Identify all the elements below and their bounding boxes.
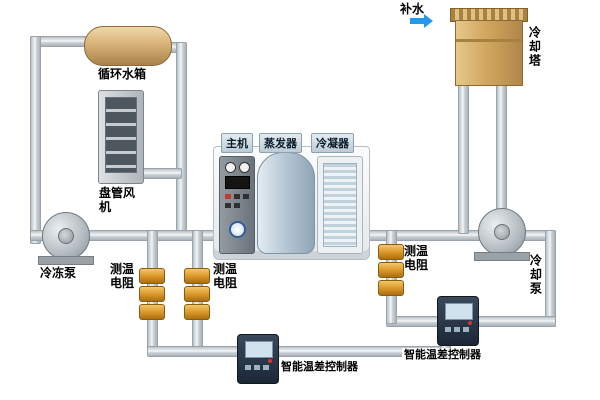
temp-sensor-cylinder [184,268,210,284]
cooling-tower-label: 冷却塔 [527,26,542,68]
controller-button [454,327,460,332]
condenser-label: 冷凝器 [311,133,354,153]
temp-sensor-cylinder [139,286,165,302]
controller-button [463,327,469,332]
temp-sensor-label: 测温电阻 [213,262,238,291]
controller-label: 智能温差控制器 [281,360,358,373]
round-gauge-icon [229,221,246,238]
circulation-tank [84,26,172,66]
panel-button [234,194,240,199]
controller-button [254,365,260,370]
panel-button [234,203,240,208]
temp-sensor-cylinder [378,244,404,260]
controller-button [245,365,251,370]
pump-hub [494,224,510,240]
condenser-unit [317,156,363,254]
controller-screen [245,341,273,358]
evaporator-vessel [257,152,315,254]
temp-diff-controller [237,334,279,384]
main-unit-label: 主机 [221,133,253,153]
temp-sensor-cylinder [378,262,404,278]
temp-sensor-cylinder [184,286,210,302]
temp-sensor-cylinder [184,304,210,320]
pressure-gauge-icon [225,162,236,173]
pipe-segment [30,36,41,244]
panel-display [225,176,250,189]
temp-sensor-label: 测温电阻 [110,262,135,291]
control-panel [219,156,255,254]
pump-base [38,256,94,265]
pump-base [474,252,530,261]
controller-label: 智能温差控制器 [402,348,483,362]
pipe-segment [176,42,187,240]
pressure-gauge-icon [239,162,250,173]
controller-screen [445,303,473,320]
controller-button [263,365,269,370]
arrow-right-icon [424,14,433,28]
panel-button [243,194,249,199]
cooling-pump-label: 冷却泵 [528,254,543,296]
coil-fan-unit [98,90,144,184]
coil-fan-slats [105,97,137,173]
circulation-tank-label: 循环水箱 [98,67,147,81]
pipe-segment [458,82,469,234]
pipe-segment [545,230,556,327]
cooling-water-pump [478,208,526,256]
temp-sensor-cylinder [139,268,165,284]
temp-sensor-cylinder [378,280,404,296]
controller-led [468,321,472,325]
condenser-grille [323,163,357,247]
temp-sensor-label: 测温电阻 [404,244,429,273]
cooling-tower [455,20,523,86]
cooling-tower-band [456,39,522,42]
controller-button [445,327,451,332]
chilled-pump-label: 冷冻泵 [40,266,77,280]
controller-led [268,359,272,363]
panel-button [225,203,231,208]
makeup-water-label: 补水 [400,2,425,16]
temp-diff-controller [437,296,479,346]
temp-sensor-cylinder [139,304,165,320]
panel-button [225,194,231,199]
coil-fan-unit-label: 盘管风机 [99,186,136,215]
pipe-segment [140,168,182,179]
arrow-right-icon [410,18,424,24]
chilled-water-pump [42,212,90,260]
evaporator-label: 蒸发器 [259,133,302,153]
pump-hub [58,228,74,244]
